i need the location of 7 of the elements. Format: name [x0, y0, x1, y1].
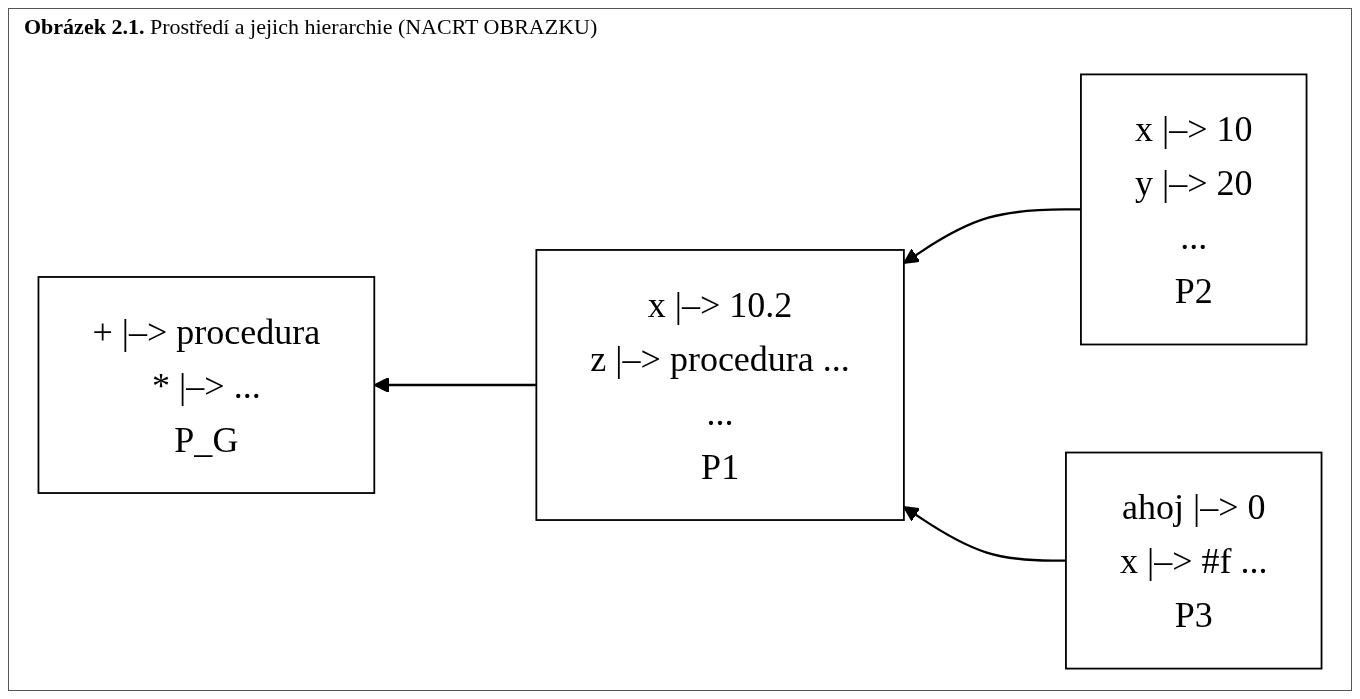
node-box: + |–> procedura * |–> ... P_G: [37, 276, 376, 494]
node-box: x |–> 10 y |–> 20 ... P2: [1080, 73, 1308, 346]
node-box: ahoj |–> 0 x |–> #f ... P3: [1065, 451, 1323, 670]
arrow: [903, 506, 1066, 562]
figure-title: Obrázek 2.1. Prostředí a jejich hierarchie (NACRT OBRAZKU): [24, 14, 598, 40]
arrow: [903, 208, 1081, 264]
node-box: x |–> 10.2 z |–> procedura ... ... P1: [535, 249, 905, 521]
